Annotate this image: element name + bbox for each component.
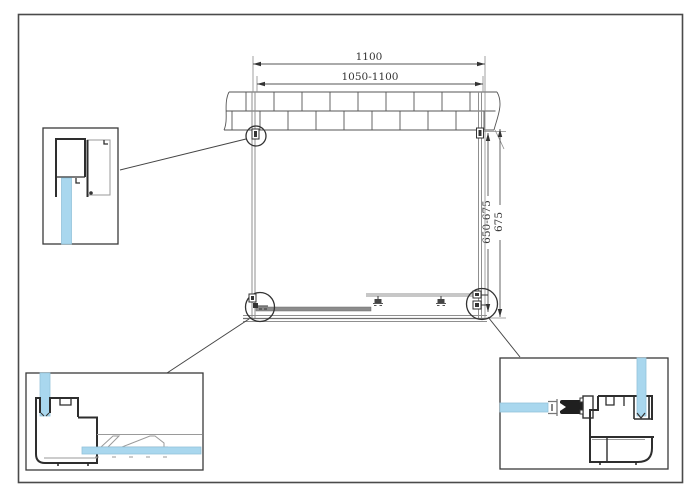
arrowhead-down — [485, 304, 491, 312]
glass-gasket-ticks — [40, 412, 50, 417]
callout-circle-bottom-left — [244, 291, 276, 323]
glass-panel-vertical — [636, 357, 647, 417]
detail-view-top-profile — [42, 127, 119, 245]
channel-feet — [57, 463, 89, 466]
t-profile-strip — [582, 395, 594, 419]
clamp-right-post — [49, 397, 79, 417]
roller-right — [436, 296, 446, 306]
glass-hook — [75, 178, 80, 184]
wall-bracket-top-right — [476, 127, 484, 139]
callout-ring — [465, 287, 499, 321]
roller-left — [373, 296, 383, 306]
bracket-core — [478, 130, 482, 136]
dimension-side-total: 675 — [493, 129, 505, 317]
fixed-panel-right-edge — [478, 92, 482, 318]
arrowhead-down — [497, 309, 503, 317]
t-profile-tab-lower — [579, 409, 584, 415]
detail-frame — [42, 127, 119, 245]
wall-band-torn-right — [493, 91, 501, 131]
dim-side-total-label: 675 — [493, 212, 505, 232]
glass-bottom-gasket — [636, 412, 646, 419]
profile-secondary-frame — [87, 139, 111, 196]
glass-clamp-fork — [548, 399, 558, 416]
page-border — [17, 13, 684, 484]
glass-slot-walls — [633, 396, 652, 420]
dim-top-total-label: 1100 — [356, 51, 383, 63]
screw-dot — [89, 191, 93, 195]
channel-feet — [599, 462, 637, 465]
glass-panel-vertical — [39, 372, 51, 417]
tile-joints-row2 — [231, 111, 485, 130]
bracket-core-upper — [475, 293, 479, 296]
arrowhead-left — [257, 81, 265, 87]
clamp-left-post — [35, 397, 41, 433]
door-guide-track — [366, 293, 479, 297]
guide-detail-lines — [258, 305, 268, 310]
arrowhead-up — [497, 129, 503, 137]
seal-gasket — [560, 400, 583, 414]
detail-frame — [25, 372, 204, 471]
glass-panel-horizontal — [81, 446, 202, 455]
profile-left-outline — [589, 396, 599, 437]
profile-inner-notch — [605, 396, 615, 406]
roller-body — [374, 299, 382, 304]
t-profile-tab-upper — [579, 397, 584, 403]
dimension-top-range: 1050-1100 — [256, 71, 484, 92]
body-slab — [78, 416, 98, 433]
fixed-panel-bottom-bar — [255, 306, 372, 312]
bracket-core-lower — [475, 303, 479, 307]
seal-gasket-notch — [560, 403, 566, 411]
arrowhead-left — [253, 61, 261, 67]
roller-body — [437, 299, 445, 304]
detail-view-bottom-left-profile — [25, 372, 204, 471]
dimension-top-total: 1100 — [252, 51, 486, 130]
callout-leader-bottom-left — [166, 318, 250, 374]
lower-channel — [589, 437, 653, 463]
bracket-detail-lines — [481, 294, 488, 306]
bracket-core — [254, 131, 257, 137]
callout-leader-bottom-right — [487, 316, 521, 358]
guide-block — [253, 303, 258, 308]
callout-ring — [245, 125, 267, 147]
wall-band — [223, 91, 505, 150]
roller-feet — [373, 303, 383, 306]
callout-ring — [244, 291, 276, 323]
wall-band-torn-left — [223, 91, 230, 131]
glass-panel-section — [61, 177, 72, 245]
callout-circle-top-left — [245, 125, 267, 147]
dim-top-range-label: 1050-1100 — [342, 71, 399, 83]
dim-side-range-label: 650-675 — [481, 200, 493, 244]
clamp-notch — [59, 398, 72, 406]
bracket-core — [251, 296, 254, 300]
corner-clip — [103, 140, 108, 145]
arrowhead-right — [477, 61, 485, 67]
callout-circle-bottom-right — [465, 287, 499, 321]
roller-feet — [436, 303, 446, 306]
glass-panel-horizontal — [499, 402, 549, 413]
profile-outline — [55, 138, 86, 197]
arrowhead-right — [475, 81, 483, 87]
lower-channel — [35, 433, 98, 464]
callout-leader-top-left — [119, 138, 247, 171]
extension-lines-top-total — [252, 56, 486, 130]
profile-top-outline — [598, 395, 653, 420]
detail-view-bottom-right-profile — [499, 357, 669, 470]
shower-elevation — [243, 92, 487, 322]
tile-joints-row1 — [245, 92, 471, 111]
arrowhead-up — [485, 133, 491, 141]
